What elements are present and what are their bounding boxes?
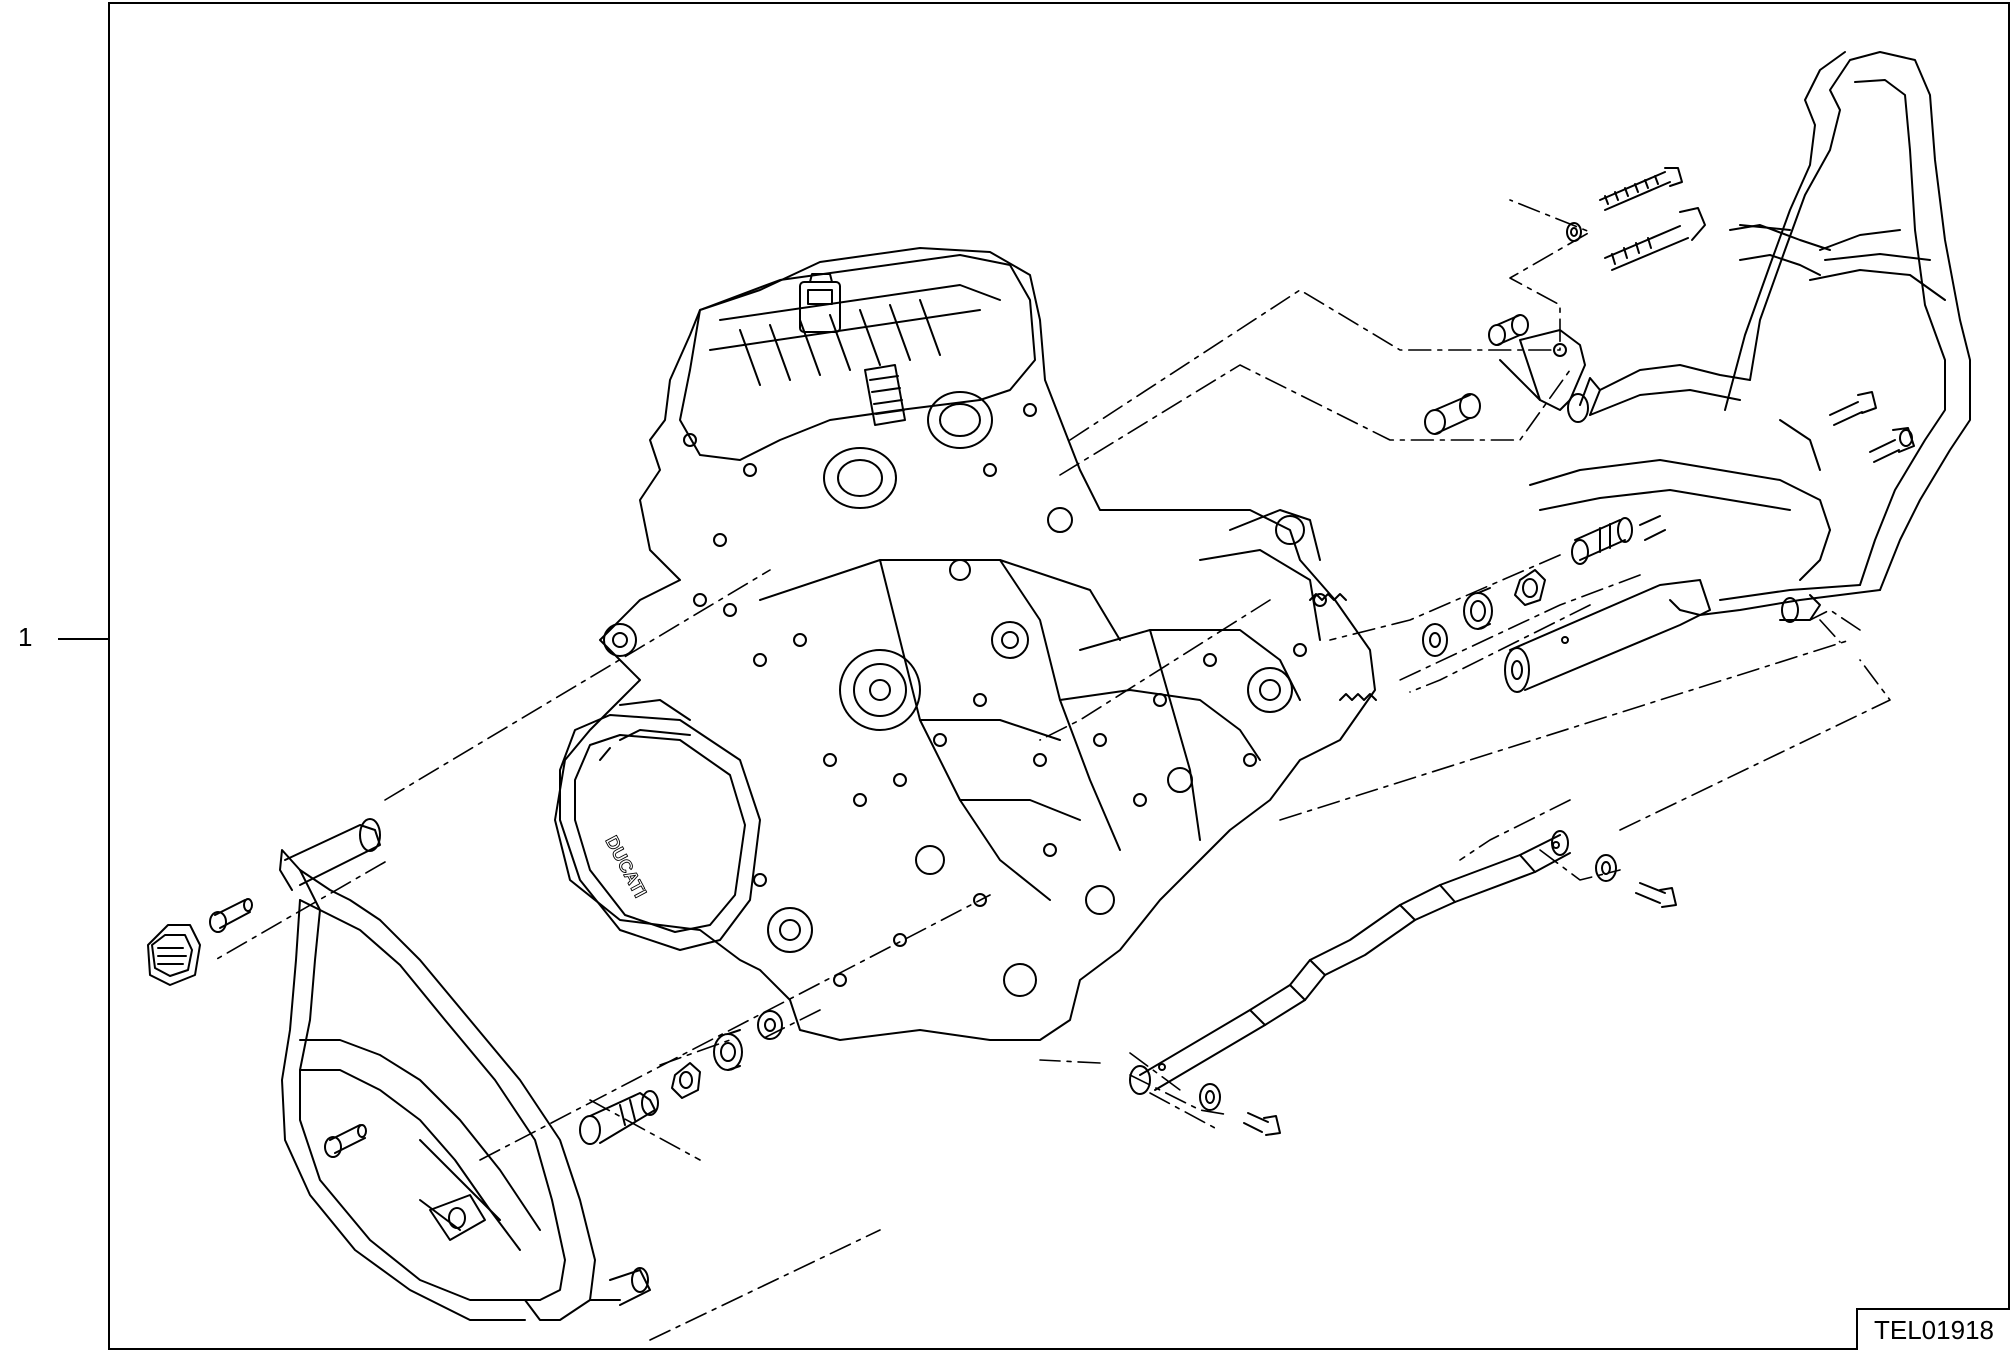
washer-crossbar-right (1595, 854, 1617, 882)
pin-assembly-left (579, 1090, 659, 1145)
bushing-right (1463, 587, 1493, 630)
screw-crossbar-left (1243, 1112, 1281, 1136)
screw-right-2 (1869, 427, 1915, 463)
lower-cross-bar (1129, 830, 1571, 1095)
screw-right-1 (1829, 391, 1877, 426)
crash-bar-left (279, 818, 651, 1321)
engine-side-cover (559, 699, 761, 951)
diagram-frame (108, 2, 2010, 1350)
pin-assembly-right (1504, 515, 1711, 693)
bushing-left (713, 1029, 743, 1071)
washer-upper (1566, 222, 1582, 242)
callout-leader-line (58, 638, 108, 640)
screw-left-lower (324, 1124, 367, 1158)
spacer-upper-1 (1488, 314, 1529, 346)
screw-crossbar-right (1635, 882, 1677, 908)
screw-long-1 (1599, 167, 1683, 211)
washer-left (757, 1010, 783, 1040)
spacer-upper-2 (1424, 393, 1481, 435)
nut-right (1514, 569, 1546, 606)
engine-block (554, 247, 1377, 1041)
crash-bar-right (1499, 51, 1971, 623)
assembly-centerlines (214, 199, 1891, 1341)
screw-left-upper (209, 898, 253, 933)
end-cap-left (147, 924, 201, 986)
drawing-code-label: TEL01918 (1856, 1308, 2010, 1350)
washer-right (1422, 623, 1448, 657)
washer-crossbar-left (1199, 1083, 1221, 1111)
callout-number-1: 1 (18, 622, 33, 652)
engine-logo-text: DUCATI (601, 832, 650, 900)
nut-left (671, 1062, 701, 1099)
screw-long-2 (1604, 207, 1706, 271)
